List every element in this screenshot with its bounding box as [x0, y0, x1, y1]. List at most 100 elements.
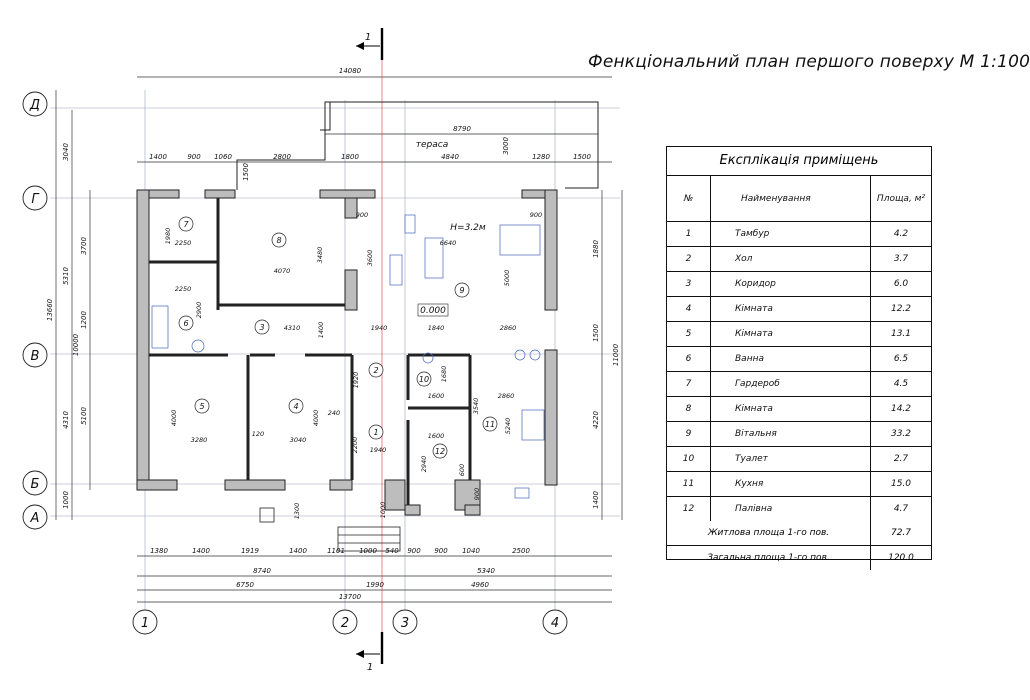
- room-number-12: 12: [435, 447, 445, 456]
- room-area: 3.7: [893, 254, 909, 264]
- dim-interior: 3280: [191, 436, 208, 444]
- dim-interior: 2860: [500, 324, 517, 332]
- dim-bottom-mid-b: 5340: [477, 567, 495, 575]
- room-num: 7: [667, 372, 711, 396]
- room-area: 33.2: [890, 429, 912, 439]
- dim-interior: 240: [328, 409, 340, 417]
- dim-interior: 6640: [440, 239, 457, 247]
- grid-label-v: В: [31, 349, 40, 364]
- dim-bottom-chain: 2500: [512, 547, 530, 555]
- room-number-8: 8: [276, 236, 281, 245]
- room-area: 4.7: [893, 504, 909, 514]
- dim-interior: 120: [252, 430, 264, 438]
- section-marker-top: [356, 28, 384, 60]
- dim-bottom-chain: 1040: [462, 547, 480, 555]
- dimension-lines: [55, 76, 623, 603]
- grid-label-b: Б: [31, 477, 40, 492]
- total-area-value: 120.0: [888, 553, 914, 563]
- dim-bottom-axes-b: 1990: [366, 581, 384, 589]
- furniture: [151, 214, 545, 499]
- room-name: Коридор: [711, 272, 871, 296]
- room-area: 4.5: [893, 379, 909, 389]
- dim-right-chain: 1880: [592, 240, 600, 258]
- dim-bottom-chain: 1919: [241, 547, 259, 555]
- room-number-2: 2: [373, 366, 378, 375]
- room-num: 9: [667, 422, 711, 446]
- dim-bottom-chain: 900: [407, 547, 421, 555]
- room-num: 4: [667, 297, 711, 321]
- dim-left-chain: 5310: [62, 267, 70, 285]
- dim-left-chain: 3040: [62, 143, 70, 161]
- dim-interior: 2200: [351, 437, 359, 454]
- dim-bottom-chain: 1400: [192, 547, 210, 555]
- dim-interior: 2860: [498, 392, 515, 400]
- dim-top-chain: 1500: [573, 153, 591, 161]
- room-name: Ванна: [711, 347, 871, 371]
- dim-bottom-chain: 900: [434, 547, 448, 555]
- explication-title: Експлікація приміщень: [667, 147, 931, 176]
- dim-bottom-chain: 1101: [327, 547, 345, 555]
- axis-lines: [50, 90, 620, 612]
- dim-interior: 1300: [293, 503, 301, 520]
- dim-interior: 2250: [175, 239, 192, 247]
- floor-plan: Д Г В Б А 1 2 3 4 1 1 тераса H=3.2м 0.00…: [22, 28, 623, 673]
- dim-interior: 4000: [312, 410, 320, 427]
- room-number-6: 6: [183, 319, 188, 328]
- room-area: 13.1: [890, 329, 912, 339]
- dim-interior: 900: [530, 211, 542, 219]
- room-number-4: 4: [293, 402, 298, 411]
- dim-top-chain: 1280: [532, 153, 550, 161]
- room-number-3: 3: [259, 323, 264, 332]
- grid-label-a: А: [30, 511, 40, 526]
- dim-interior: 1400: [317, 322, 325, 339]
- section-marker-bottom: [356, 632, 384, 664]
- dim-bottom-chain: 540: [385, 547, 399, 555]
- interior-walls: [149, 198, 472, 505]
- dim-interior: 2900: [195, 302, 203, 319]
- terrace: [236, 101, 599, 190]
- grid-bubbles: [22, 91, 568, 635]
- dim-top-chain: 900: [187, 153, 201, 161]
- dim-bottom-chain: 1380: [150, 547, 168, 555]
- dim-interior: 1980: [164, 228, 172, 245]
- dim-interior: 3540: [472, 398, 480, 415]
- room-num: 11: [667, 472, 711, 496]
- header-area: Площа, м²: [876, 193, 926, 204]
- room-num: 6: [667, 347, 711, 371]
- dim-interior: 2250: [175, 285, 192, 293]
- dim-interior: 1600: [428, 432, 445, 440]
- room-area: 12.2: [890, 304, 912, 314]
- dim-bottom-axes-a: 6750: [236, 581, 254, 589]
- dim-interior: 1940: [370, 446, 387, 454]
- total-area-row: Загальна площа 1-го пов. 120.0: [667, 546, 931, 570]
- room-area: 6.5: [893, 354, 909, 364]
- dim-interior: 5000: [503, 270, 511, 287]
- dim-left-mid: 10000: [72, 333, 80, 356]
- dim-top-chain: 2800: [273, 153, 291, 161]
- room-number-circles: [178, 216, 498, 459]
- dim-top-chain: 1800: [341, 153, 359, 161]
- explication-header-row: № Найменування Площа, м²: [667, 176, 931, 222]
- grid-label-g: Г: [31, 192, 40, 207]
- total-area-label: Загальна площа 1-го пов.: [667, 546, 871, 570]
- dim-bottom-chain: 1400: [289, 547, 307, 555]
- header-name: Найменування: [711, 176, 871, 221]
- section-label-top: 1: [365, 32, 371, 43]
- dim-interior: 4310: [284, 324, 301, 332]
- dim-interior: 600: [458, 464, 466, 476]
- total-living-area-row: Житлова площа 1-го пов. 72.7: [667, 521, 931, 546]
- height-label: H=3.2м: [450, 223, 486, 233]
- dim-right-chain: 1400: [592, 491, 600, 509]
- terrace-label: тераса: [416, 140, 448, 150]
- dim-top-chain: 1060: [214, 153, 232, 161]
- room-num: 10: [667, 447, 711, 471]
- room-name: Туалет: [711, 447, 871, 471]
- dim-interior: 2940: [420, 456, 428, 473]
- room-number-7: 7: [183, 220, 189, 229]
